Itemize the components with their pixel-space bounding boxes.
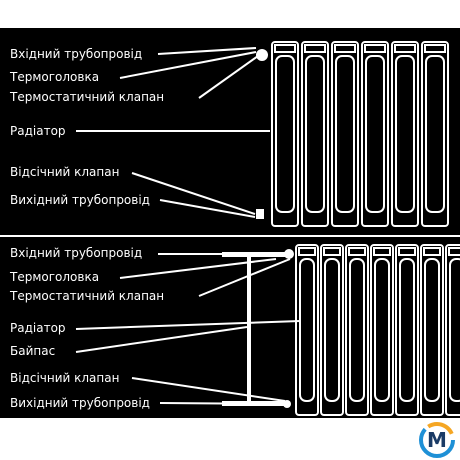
thermo-head-bottom-icon (284, 249, 294, 259)
radiator-top-section-inner (395, 55, 415, 213)
leader-line-shutoff-top (131, 172, 256, 215)
radiator-bottom-section-cap (348, 247, 366, 256)
radiator-top-section (391, 41, 419, 227)
radiator-bottom-section (445, 244, 460, 416)
radiator-bottom-section-cap (423, 247, 441, 256)
radiator-top-section-cap (304, 44, 326, 53)
radiator-top-sections (271, 41, 449, 227)
diagram-bottom-panel: Вхідний трубопровід Термоголовка Термост… (0, 237, 460, 418)
radiator-top-section-inner (305, 55, 325, 213)
label-inlet-pipe-top: Вхідний трубопровід (10, 47, 143, 61)
label-thermo-head-top: Термоголовка (10, 70, 100, 84)
leader-line-outlet-top (159, 199, 256, 218)
radiator-top-drawing (76, 41, 449, 227)
radiator-top-section-cap (424, 44, 446, 53)
radiator-top-section-cap (394, 44, 416, 53)
leader-line-thermo-head-top (119, 51, 257, 79)
radiator-bottom-section-inner (324, 258, 340, 402)
radiator-bottom-section-inner (299, 258, 315, 402)
radiator-top-section-cap (364, 44, 386, 53)
label-inlet-pipe-bottom: Вхідний трубопровід (10, 246, 143, 260)
radiator-bottom-section-cap (398, 247, 416, 256)
radiator-bottom-section (295, 244, 319, 416)
brand-logo-icon: M (419, 422, 455, 458)
radiator-top-section-cap (274, 44, 296, 53)
radiator-bottom-sections (295, 244, 460, 416)
radiator-top-section-cap (334, 44, 356, 53)
radiator-bottom-section-cap (448, 247, 460, 256)
leader-line-inlet-top (157, 47, 257, 55)
leader-line-outlet-bottom (159, 402, 286, 405)
shutoff-valve-icon (256, 209, 264, 219)
logo-letter: M (427, 428, 447, 452)
radiator-top-section (361, 41, 389, 227)
radiator-bottom-section (320, 244, 344, 416)
label-outlet-pipe-bottom: Вихідний трубопровід (10, 396, 150, 410)
label-shutoff-valve-top: Відсічний клапан (10, 165, 120, 179)
radiator-top-section-inner (275, 55, 295, 213)
label-radiator-top: Радіатор (10, 124, 66, 138)
radiator-bottom-section-cap (373, 247, 391, 256)
leader-line-shutoff-bottom (131, 377, 286, 402)
label-radiator-bottom: Радіатор (10, 321, 66, 335)
radiator-bottom-section (395, 244, 419, 416)
label-bypass-bottom: Байпас (10, 344, 56, 358)
radiator-bottom-drawing (75, 244, 460, 416)
label-thermo-valve-bottom: Термостатичний клапан (10, 289, 165, 303)
radiator-bottom-section-inner (449, 258, 460, 402)
leader-line-thermo-head-bottom (119, 258, 277, 279)
radiator-bottom-section (370, 244, 394, 416)
thermo-head-icon (256, 49, 268, 61)
label-thermo-valve-top: Термостатичний клапан (10, 90, 165, 104)
radiator-bottom-section (420, 244, 444, 416)
leader-line-bypass-bottom (75, 326, 248, 353)
leader-line-thermo-valve-bottom (198, 258, 291, 297)
radiator-top-section-inner (335, 55, 355, 213)
radiator-top-section (331, 41, 359, 227)
leader-line-thermo-valve-top (198, 55, 259, 99)
label-outlet-pipe-top: Вихідний трубопровід (10, 193, 150, 207)
radiator-bottom-section-cap (298, 247, 316, 256)
leader-line-radiator-bottom (75, 320, 301, 330)
radiator-top-section-inner (365, 55, 385, 213)
radiator-top-section-inner (425, 55, 445, 213)
radiator-top-section (301, 41, 329, 227)
label-thermo-head-bottom: Термоголовка (10, 270, 100, 284)
radiator-top-section (421, 41, 449, 227)
bypass-pipe (247, 254, 251, 404)
shutoff-valve-bottom-icon (283, 400, 291, 408)
radiator-bottom-section-inner (374, 258, 390, 402)
diagram-top-panel: Вхідний трубопровід Термоголовка Термост… (0, 28, 460, 235)
radiator-bottom-section (345, 244, 369, 416)
radiator-bottom-section-inner (424, 258, 440, 402)
label-shutoff-valve-bottom: Відсічний клапан (10, 371, 120, 385)
radiator-bottom-section-cap (323, 247, 341, 256)
radiator-top-section (271, 41, 299, 227)
radiator-bottom-section-inner (399, 258, 415, 402)
radiator-bottom-section-inner (349, 258, 365, 402)
